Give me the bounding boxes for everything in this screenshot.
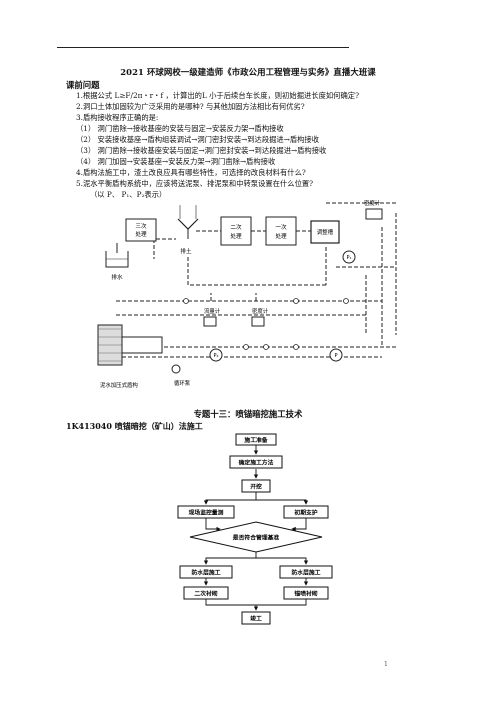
hopper-feed [179,205,197,219]
flow-decision [189,521,323,553]
pump-p1 [342,250,356,264]
pipe-network [116,202,397,358]
circulation-pump-label: 循环泵 [174,379,191,387]
flow-step-monitor [177,505,235,519]
tertiary-treatment-label-2: 处理 [135,230,147,238]
header-rule [57,47,349,48]
flow-step-anchor-label: 锚喷衬砌 [294,590,317,598]
question-3-option-1: （1） 洞门凿除→接收基座的安装与固定→安装反力架→盾构接收 [76,124,284,133]
flow-step-lining [183,586,229,600]
question-1: 1.根据公式 L≥F/2π・r・f ，计算出的L 小于后续台车长度，则初始掘进长… [76,91,359,100]
flow-step-lining-label: 二次衬砌 [194,590,217,598]
flow-step-plan-label: 确定施工方法 [239,459,274,467]
pump-p2-label: P₂ [213,353,218,359]
density-meter-mid [251,316,265,327]
adjustment-tank [310,220,340,244]
density-meter-mid-label: 密度计 [252,307,269,315]
pump-p2 [209,348,223,362]
shield-label: 泥水加压式盾构 [100,381,138,389]
question-3-option-3: （3） 洞门凿除→接收基座安装与固定→洞门密封安装→到达段掘进→盾构接收 [76,146,327,155]
question-3: 3.盾构接收程序正确的是: [76,113,159,122]
question-3-option-4: （4） 洞门加固→安装基座→安装反力架→洞门凿除→盾构接收 [76,157,276,166]
flow-step-waterproof-right-label: 防水层施工 [292,569,321,577]
flow-arrows [203,445,309,611]
question-2: 2.洞口土体加固较为广泛采用的是哪种? 与其他加固方法相比有何优劣? [76,102,305,111]
slurry-shield-schematic: 三次 处理 排水 排土 二次 处理 一次 处理 调整槽 P₁ 密度计 泥水加 [97,199,397,389]
question-5: 5.泥水平衡盾构系统中，应该将送泥泵、排泥泵和中转泵设置在什么位置? [76,179,314,188]
primary-treatment-box [265,216,297,246]
question-5-note: （以 P、 P₁、P₂表示） [90,190,167,199]
page-number: 1 [384,661,388,668]
flowmeter [203,316,217,327]
flow-step-excavate-label: 开挖 [250,483,262,491]
construction-flowchart: 施工准备 确定施工方法 开挖 现场监控量测 初期支护 是否符合管理基准 防水层施… [177,433,333,625]
flow-step-plan [229,455,283,469]
soil-discharge-label: 排土 [180,247,192,255]
flow-decision-label: 是否符合管理基准 [232,534,280,542]
flow-step-support [283,505,329,519]
document-title: 2021 环球网校一级建造师《市政公用工程管理与实务》直播大班课 [120,67,376,77]
soil-hopper [177,218,199,230]
flowmeter-label: 流量计 [204,307,221,315]
density-meter-top [365,208,383,220]
tertiary-treatment-label-1: 三次 [135,222,147,230]
flow-step-excavate [241,479,271,493]
flow-step-waterproof-left [179,565,233,579]
flow-step-monitor-label: 现场监控量测 [189,509,224,517]
flow-step-prep [235,433,277,446]
drain-label: 排水 [111,273,123,281]
pump-p1-label: P₁ [346,255,351,261]
flow-step-complete [241,611,271,625]
shield-body [121,336,163,354]
primary-treatment-label-1: 一次 [275,223,287,231]
adjustment-tank-label: 调整槽 [317,228,334,236]
flow-step-prep-label: 施工准备 [244,436,267,444]
shield-hatching [98,328,122,362]
question-3-option-2: （2） 安装接收基座→盾构组装调试→洞门密封安装→到达段掘进→盾构接收 [76,135,320,144]
secondary-treatment-label-2: 处理 [230,232,242,240]
circulation-pump [171,364,181,374]
flow-step-anchor [283,586,329,600]
flow-step-support-label: 初期支护 [294,509,317,517]
pump-p-label: P [334,353,337,359]
question-4: 4.盾构法施工中，渣土改良应具有哪些特性，可选择的改良材料有什么? [76,168,306,177]
pre-class-questions-heading: 课前问题 [66,80,100,90]
secondary-treatment-box [220,216,252,246]
topic-title: 专题十三：喷锚暗挖施工技术 [193,409,303,419]
section-heading: 1K413040 喷锚暗挖（矿山）法施工 [66,421,203,431]
pump-p [329,348,343,362]
flow-step-complete-label: 竣工 [250,615,262,623]
valves [183,298,349,350]
flow-step-waterproof-right [279,565,333,579]
primary-treatment-label-2: 处理 [275,232,287,240]
density-meter-top-label: 密度计 [364,199,381,207]
flow-step-waterproof-left-label: 防水层施工 [192,569,221,577]
tertiary-treatment-box [125,218,157,242]
secondary-treatment-label-1: 二次 [230,223,242,231]
